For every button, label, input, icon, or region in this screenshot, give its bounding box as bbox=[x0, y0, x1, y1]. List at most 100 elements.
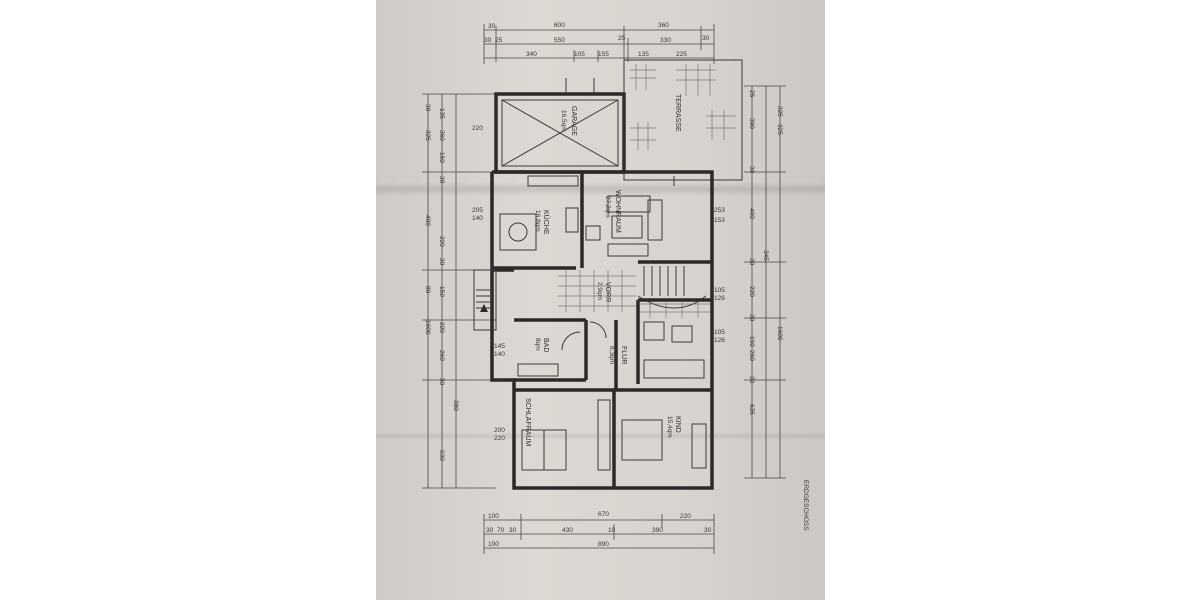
dim-inner-7: 105 bbox=[714, 329, 725, 336]
dim-left-13: 30 bbox=[438, 378, 445, 386]
dim-top-1c: 360 bbox=[658, 22, 669, 29]
dim-right-8: 220 bbox=[748, 286, 755, 297]
kind-label: KIND bbox=[674, 416, 681, 433]
dim-bottom-2a: 30 bbox=[486, 527, 494, 534]
paper-fold bbox=[376, 432, 825, 440]
kueche-area: 16,8qm bbox=[534, 210, 541, 232]
flur-label: FLUR bbox=[620, 346, 627, 364]
dim-left-5: 30 bbox=[438, 176, 445, 184]
dim-left-7: 220 bbox=[438, 236, 445, 247]
dim-right-9: 30 bbox=[748, 314, 755, 322]
dim-inner-4: 153 bbox=[714, 217, 725, 224]
entrance bbox=[473, 269, 497, 331]
dim-inner-9: 145 bbox=[494, 343, 505, 350]
dim-left-11: 220 bbox=[438, 322, 445, 333]
dim-inner-10: 140 bbox=[494, 351, 505, 358]
garage: GARAGE 16,5qm bbox=[494, 78, 626, 174]
wohnraum-area: 27,2qm bbox=[604, 196, 611, 218]
dim-right-3: 325 bbox=[776, 124, 783, 135]
dim-right-6: 345 bbox=[762, 250, 769, 261]
dim-top-3b: 105 bbox=[574, 51, 585, 58]
dim-top-3e: 225 bbox=[676, 51, 687, 58]
garage-area: 16,5qm bbox=[560, 110, 567, 132]
dim-top-2c: 550 bbox=[554, 37, 565, 44]
dim-inner-12: 200 bbox=[494, 427, 505, 434]
wc bbox=[636, 298, 712, 384]
dim-left-16: 1600 bbox=[424, 320, 431, 335]
entrance-arrow-icon bbox=[480, 304, 488, 312]
kueche-label: KÜCHE bbox=[542, 210, 550, 235]
dim-inner-3: 253 bbox=[714, 207, 725, 214]
dim-inner-1: 205 bbox=[472, 207, 483, 214]
bottom-dimensions: 100 670 220 30 70 30 430 10 390 30 100 8… bbox=[483, 511, 715, 554]
dim-right-7: 30 bbox=[748, 258, 755, 266]
dim-left-6: 400 bbox=[424, 215, 431, 226]
bad-label: BAD bbox=[542, 338, 549, 352]
dim-bottom-2c: 30 bbox=[509, 527, 517, 534]
dim-top-2d: 25 bbox=[618, 35, 626, 42]
dim-left-15: 930 bbox=[438, 450, 445, 461]
dim-left-1: 30 bbox=[424, 104, 431, 112]
terrasse: TERRASSE bbox=[623, 59, 743, 181]
dim-left-10: 80 bbox=[424, 286, 431, 294]
dim-left-12: 260 bbox=[438, 350, 445, 361]
side-note: ERDGESCHOSS bbox=[802, 480, 809, 531]
dim-right-5: 400 bbox=[748, 208, 755, 219]
schlafraum: SCHLAFRAUM bbox=[514, 388, 616, 488]
stair-hall: VORR 2,9qm bbox=[558, 260, 712, 312]
dim-left-8: 30 bbox=[438, 258, 445, 266]
vorr-label: VORR bbox=[604, 282, 611, 302]
dim-right-10: 190 bbox=[748, 336, 755, 347]
kind: KIND 15,4qm bbox=[614, 388, 712, 469]
dim-bottom-3a: 100 bbox=[488, 541, 499, 548]
inner-dimensions: 205 140 253 153 105 126 105 126 145 140 … bbox=[472, 125, 725, 442]
dim-top-2e: 330 bbox=[660, 37, 671, 44]
dim-left-3: 360 bbox=[438, 130, 445, 141]
dim-inner-11: 220 bbox=[472, 125, 483, 132]
dim-right-2: 300 bbox=[748, 118, 755, 129]
flur-area: 8,3qm bbox=[608, 346, 615, 364]
dim-inner-8: 126 bbox=[714, 337, 725, 344]
dim-top-2b: 25 bbox=[495, 37, 503, 44]
bad-area: 8qm bbox=[534, 338, 541, 351]
dim-right-4: 30 bbox=[748, 166, 755, 174]
dim-top-3c: 155 bbox=[598, 51, 609, 58]
bad: BAD 8qm bbox=[514, 318, 588, 382]
dim-right-13: 635 bbox=[748, 404, 755, 415]
dim-right-12: 30 bbox=[748, 376, 755, 384]
floor-plan-sheet: 30 600 360 30 25 550 25 330 30 340 105 1… bbox=[376, 0, 825, 600]
kind-area: 15,4qm bbox=[666, 416, 673, 438]
dim-bottom-2d: 430 bbox=[562, 527, 573, 534]
dim-top-3a: 340 bbox=[526, 51, 537, 58]
dim-bottom-2f: 390 bbox=[652, 527, 663, 534]
vorr-area: 2,9qm bbox=[596, 282, 603, 300]
dim-inner-2: 140 bbox=[472, 215, 483, 222]
top-dimensions: 30 600 360 30 25 550 25 330 30 340 105 1… bbox=[483, 22, 715, 64]
wohnraum: WOHNRAUM 27,2qm bbox=[585, 176, 675, 257]
flur: FLUR 8,3qm bbox=[589, 320, 627, 390]
dim-bottom-2g: 30 bbox=[704, 527, 712, 534]
dim-left-9: 150 bbox=[438, 286, 445, 297]
dim-inner-6: 126 bbox=[714, 295, 725, 302]
dim-bottom-2e: 10 bbox=[608, 527, 616, 534]
right-dimensions: 25 300 325 30 400 345 30 220 30 190 260 … bbox=[744, 85, 786, 479]
schlafraum-label: SCHLAFRAUM bbox=[524, 398, 531, 446]
dim-inner-13: 220 bbox=[494, 435, 505, 442]
dim-bottom-1a: 100 bbox=[488, 513, 499, 520]
kueche: KÜCHE 16,8qm bbox=[492, 172, 584, 270]
floor-plan-drawing: 30 600 360 30 25 550 25 330 30 340 105 1… bbox=[422, 22, 809, 554]
dim-top-2a: 30 bbox=[484, 37, 492, 44]
dim-top-2f: 30 bbox=[702, 35, 710, 42]
dim-inner-5: 105 bbox=[714, 287, 725, 294]
left-dimensions: 30 135 360 150 30 400 220 30 150 80 220 … bbox=[422, 93, 496, 489]
dim-right-11: 260 bbox=[748, 350, 755, 361]
dim-bottom-1c: 220 bbox=[680, 513, 691, 520]
dim-left-2: 135 bbox=[438, 108, 445, 119]
garage-label: GARAGE bbox=[570, 106, 577, 136]
dim-left-17: 325 bbox=[424, 130, 431, 141]
dim-bottom-1b: 670 bbox=[598, 511, 609, 518]
dim-top-3d: 135 bbox=[638, 51, 649, 58]
dim-right-14: 1600 bbox=[776, 326, 783, 341]
terrasse-label: TERRASSE bbox=[674, 94, 681, 132]
dim-right-1: 25 bbox=[748, 90, 755, 98]
